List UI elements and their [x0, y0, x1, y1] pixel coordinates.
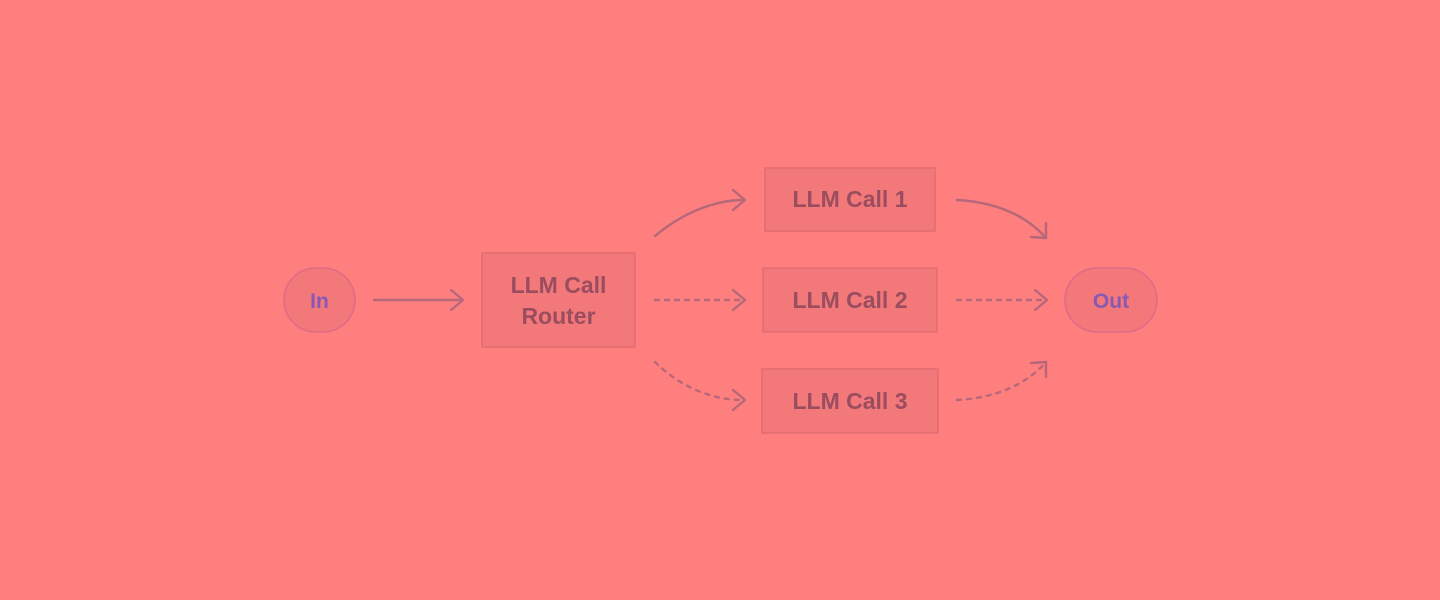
arrow-router-to-call-3	[653, 360, 747, 412]
arrow-call-3-to-output	[955, 360, 1048, 402]
output-node-label: Out	[1093, 290, 1129, 313]
arrow-router-to-call-1	[653, 188, 747, 238]
llm-call-1-label: LLM Call 1	[792, 186, 907, 212]
llm-call-2-label: LLM Call 2	[792, 287, 907, 313]
llm-call-2-node: LLM Call 2	[762, 267, 938, 333]
router-node-label-line2: Router	[521, 303, 595, 329]
arrow-input-to-router	[372, 288, 465, 312]
output-node: Out	[1064, 267, 1158, 333]
arrow-call-1-to-output	[955, 198, 1048, 240]
arrow-router-to-call-2	[653, 288, 747, 312]
arrow-call-2-to-output	[955, 288, 1049, 312]
llm-call-3-node: LLM Call 3	[761, 368, 939, 434]
router-node: LLM Call Router	[481, 252, 636, 348]
router-node-label-line1: LLM Call	[511, 272, 607, 298]
input-node-label: In	[310, 290, 329, 313]
input-node: In	[283, 267, 356, 333]
llm-call-3-label: LLM Call 3	[792, 388, 907, 414]
llm-call-1-node: LLM Call 1	[764, 167, 936, 232]
